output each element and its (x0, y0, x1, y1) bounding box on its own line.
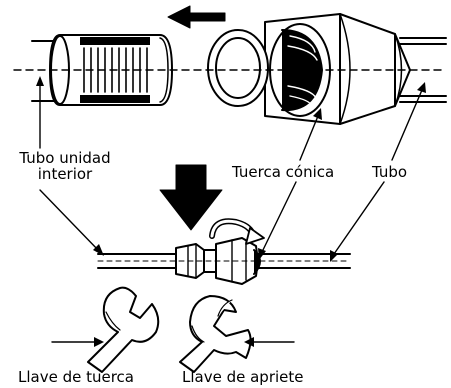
label-tube: Tubo (372, 163, 408, 181)
spanner-wrench-icon (87, 286, 160, 373)
flare-nut-assembly (207, 13, 447, 125)
downward-arrow-icon (159, 164, 223, 231)
torque-wrench-arrow (244, 337, 295, 347)
direction-arrow-icon (167, 5, 226, 29)
leader-lines (36, 76, 426, 262)
label-indoor-unit-tube-line2: interior (37, 165, 93, 183)
connected-assembly (97, 237, 351, 285)
label-flare-nut: Tuerca cónica (232, 163, 335, 181)
label-indoor-unit-tube-line1: Tubo unidad (19, 149, 111, 167)
label-spanner: Llave de tuerca (18, 368, 135, 386)
torque-wrench-icon (179, 295, 252, 373)
spanner-arrow (51, 337, 104, 347)
label-indoor-unit-tube: Tubo unidad interior (9, 150, 121, 182)
rotation-arrow-icon (209, 218, 265, 245)
label-torque-wrench: Llave de apriete (182, 368, 304, 386)
